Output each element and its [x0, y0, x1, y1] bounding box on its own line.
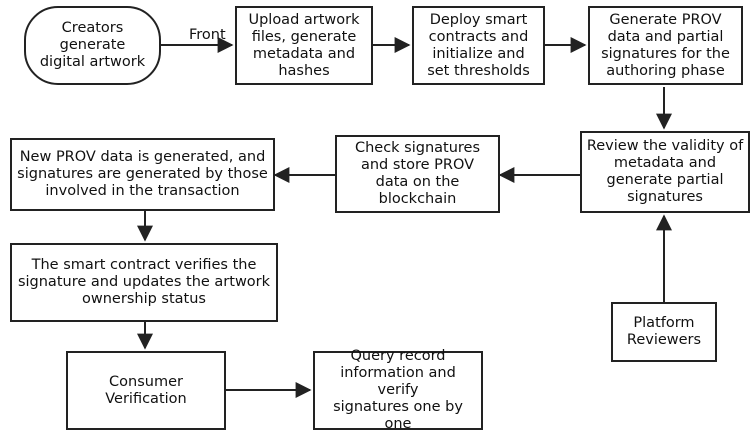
node-query-label: Query record information and verify sign… [333, 348, 463, 432]
node-upload-label: Upload artwork files, generate metadata … [248, 11, 360, 79]
node-new-prov: New PROV data is generated, and signatur… [10, 138, 275, 211]
node-consumer: Consumer Verification [66, 351, 226, 430]
node-check: Check signatures and store PROV data on … [335, 135, 500, 213]
node-smart-contract: The smart contract verifies the signatur… [10, 243, 278, 322]
node-new-prov-label: New PROV data is generated, and signatur… [17, 149, 268, 199]
node-consumer-label: Consumer Verification [105, 373, 187, 407]
node-deploy-label: Deploy smart contracts and initialize an… [427, 11, 530, 79]
edge-label-front: Front [189, 27, 226, 43]
node-review: Review the validity of metadata and gene… [580, 131, 750, 213]
node-deploy: Deploy smart contracts and initialize an… [412, 6, 545, 85]
node-smart-contract-label: The smart contract verifies the signatur… [17, 257, 271, 307]
node-query: Query record information and verify sign… [313, 348, 483, 432]
node-review-label: Review the validity of metadata and gene… [586, 138, 744, 205]
node-platform: Platform Reviewers [611, 302, 717, 362]
node-check-label: Check signatures and store PROV data on … [354, 140, 481, 207]
node-generate-prov-label: Generate PROV data and partial signature… [601, 11, 730, 79]
node-creators: Creators generate digital artwork [24, 6, 161, 85]
node-creators-label: Creators generate digital artwork [39, 20, 146, 70]
node-generate-prov: Generate PROV data and partial signature… [588, 6, 743, 85]
node-upload: Upload artwork files, generate metadata … [235, 6, 373, 85]
node-platform-label: Platform Reviewers [626, 315, 702, 348]
